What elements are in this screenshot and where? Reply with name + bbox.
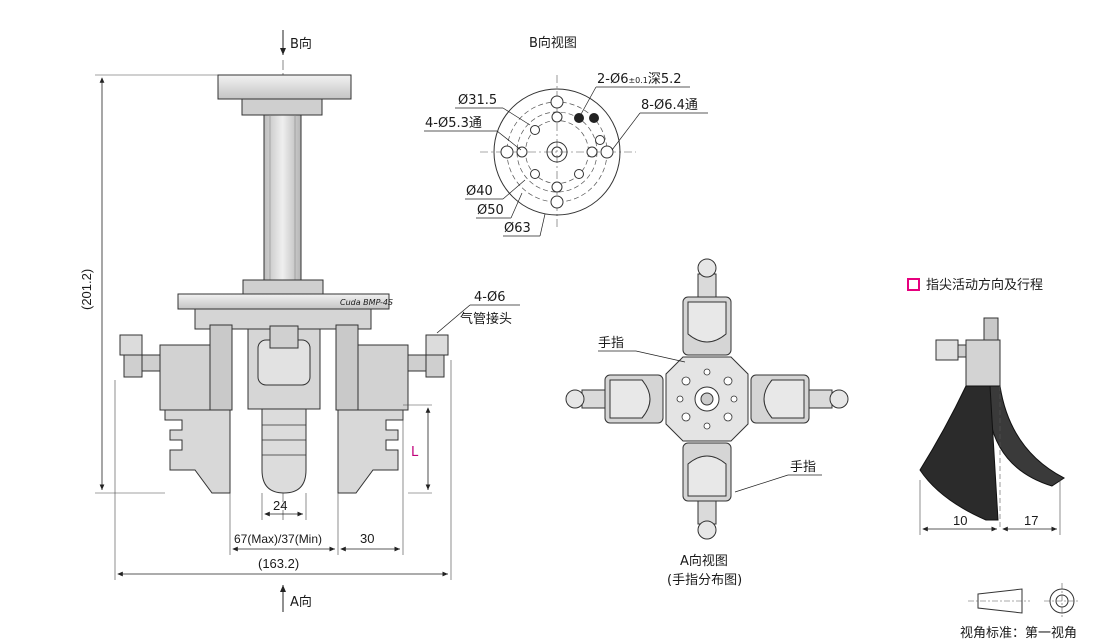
a-view-subcaption: (手指分布图) <box>667 573 742 588</box>
a-view-caption: A向视图 <box>680 553 728 569</box>
b-view: B向视图 2-Ø6±0.1深5.2 8-Ø6.4通 <box>424 35 708 237</box>
thread-callout-suffix: 深5.2 <box>648 72 682 87</box>
motion-legend: 指尖活动方向及行程 <box>926 277 1043 293</box>
height-dimension: (201.2) <box>79 269 94 310</box>
top-flange <box>217 74 352 100</box>
side-view: B向 Cuda BMP-4S <box>79 30 520 612</box>
length-mark: L <box>411 445 419 460</box>
finger-open <box>989 385 1065 487</box>
plate-marking: Cuda BMP-4S <box>340 298 393 307</box>
truncated-cone-icon <box>977 588 1023 614</box>
svg-text:2-Ø6±0.1深5.2: 2-Ø6±0.1深5.2 <box>597 72 682 87</box>
finger-label-top: 手指 <box>598 336 624 351</box>
dowel-hole <box>574 113 584 123</box>
holes-callout: 8-Ø6.4通 <box>641 98 698 113</box>
motion-view: 指尖活动方向及行程 10 17 <box>907 277 1065 535</box>
left-air-fitting <box>119 334 143 356</box>
gap-dimension: 24 <box>273 498 287 513</box>
right-gripper-module <box>335 324 449 494</box>
d40-callout: Ø40 <box>466 184 493 199</box>
pcd-callout: Ø31.5 <box>458 93 497 108</box>
outer-circle-d63 <box>493 88 621 216</box>
finger-left <box>565 374 664 424</box>
finger-bottom <box>682 442 732 540</box>
a-direction-label: A向 <box>290 594 312 610</box>
motion-dim-right: 17 <box>1024 513 1038 528</box>
through-callout: 4-Ø5.3通 <box>425 116 482 131</box>
projection-symbol: 视角标准：第一视角 <box>960 583 1080 641</box>
center-shaft <box>263 114 302 284</box>
finger-top <box>682 258 732 356</box>
thread-callout-prefix: 2-Ø6 <box>597 72 628 87</box>
motion-dim-left: 10 <box>953 513 967 528</box>
finger-closed <box>919 385 999 521</box>
fitting-callout: 4-Ø6 <box>474 290 505 305</box>
d50-callout: Ø50 <box>477 203 504 218</box>
offset-dimension: 30 <box>360 531 374 546</box>
fitting-label: 气管接头 <box>460 311 512 327</box>
finger-label-bottom: 手指 <box>790 460 816 475</box>
width-dimension: (163.2) <box>258 556 299 571</box>
thread-callout-tol: ±0.1 <box>628 76 647 85</box>
b-view-title: B向视图 <box>529 35 577 51</box>
stroke-dimension: 67(Max)/37(Min) <box>234 532 322 546</box>
b-direction-label: B向 <box>290 36 312 52</box>
a-view: 手指 手指 A向视图 (手指分布图) <box>565 258 849 588</box>
d63-callout: Ø63 <box>504 221 531 236</box>
right-air-fitting <box>425 334 449 356</box>
flange-hub <box>241 98 323 116</box>
dowel-hole <box>589 113 599 123</box>
center-gripper-module <box>247 325 321 494</box>
left-gripper-module <box>119 324 233 494</box>
projection-label: 视角标准：第一视角 <box>960 626 1077 641</box>
finger-right <box>750 374 849 424</box>
legend-marker-icon <box>907 278 920 291</box>
